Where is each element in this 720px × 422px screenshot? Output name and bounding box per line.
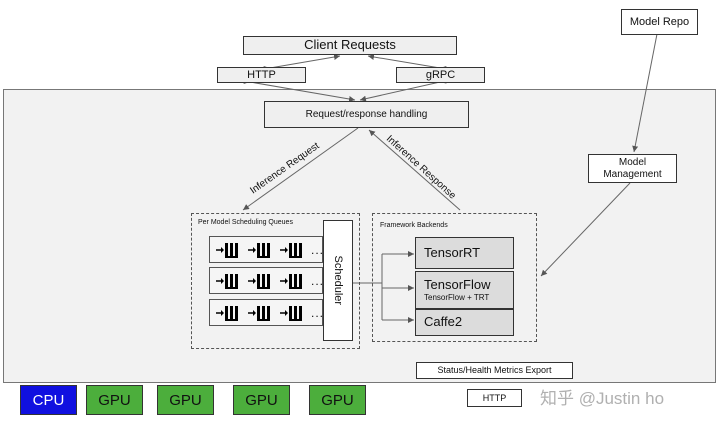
queue-ellipsis: ... <box>311 242 325 257</box>
gpu-chip: GPU <box>309 385 366 415</box>
queue-ellipsis: ... <box>311 305 325 320</box>
gpu-chip: GPU <box>86 385 143 415</box>
gpu-chip: GPU <box>157 385 214 415</box>
gpu-chip: GPU <box>233 385 290 415</box>
queue-row: ... <box>209 267 323 294</box>
queue-slot-icon <box>277 303 307 323</box>
framework-backends-group <box>372 213 537 342</box>
model-management-box: Model Management <box>588 154 677 183</box>
queue-slot-icon <box>213 271 243 291</box>
queue-row: ... <box>209 236 323 263</box>
watermark-text: 知乎 @Justin ho <box>540 389 665 408</box>
queue-slot-icon <box>213 303 243 323</box>
tensorflow-sub-label: TensorFlow + TRT <box>424 292 490 302</box>
http-bottom-box: HTTP <box>467 389 522 407</box>
status-metrics-box: Status/Health Metrics Export <box>416 362 573 379</box>
queue-slot-icon <box>213 240 243 260</box>
scheduler-box: Scheduler <box>323 220 353 341</box>
queue-row: ... <box>209 299 323 326</box>
backend-tensorrt: TensorRT <box>415 237 514 269</box>
backend-tensorflow: TensorFlow TensorFlow + TRT <box>415 271 514 309</box>
http-top-box: HTTP <box>217 67 306 83</box>
client-requests-box: Client Requests <box>243 36 457 55</box>
tensorflow-label: TensorFlow <box>424 276 491 292</box>
queue-slot-icon <box>245 240 275 260</box>
model-repo-box: Model Repo <box>621 9 698 35</box>
scheduling-queues-title: Per Model Scheduling Queues <box>198 219 293 226</box>
queue-slot-icon <box>277 271 307 291</box>
queue-slot-icon <box>245 271 275 291</box>
scheduling-queues-group <box>191 213 360 349</box>
cpu-chip: CPU <box>20 385 77 415</box>
queue-ellipsis: ... <box>311 273 325 288</box>
queue-slot-icon <box>245 303 275 323</box>
framework-backends-title: Framework Backends <box>380 222 448 229</box>
scheduler-label: Scheduler <box>332 255 345 306</box>
request-handling-box: Request/response handling <box>264 101 469 128</box>
backend-caffe2: Caffe2 <box>415 309 514 336</box>
queue-slot-icon <box>277 240 307 260</box>
grpc-box: gRPC <box>396 67 485 83</box>
